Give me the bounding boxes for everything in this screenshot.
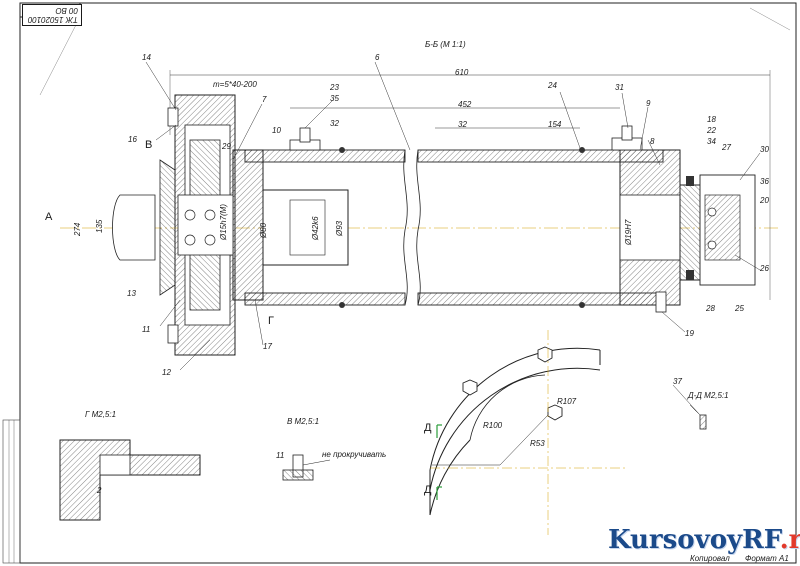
- section-view-arc: [429, 330, 625, 535]
- left-title-strip: [2, 419, 21, 564]
- callout-28: 28: [706, 304, 715, 313]
- dim-42k6: Ø42k6: [311, 216, 320, 240]
- detail-v-title: В М2,5:1: [287, 417, 320, 426]
- detail-d-view: [689, 404, 707, 430]
- section-marker-d-bottom: Д: [424, 484, 432, 496]
- dim-r53: R53: [530, 439, 545, 448]
- callout-22: 22: [707, 126, 716, 135]
- view-a-label: А: [45, 211, 53, 223]
- detail-v-note: не прокручивать: [322, 450, 387, 459]
- dim-overall-length: 610: [455, 68, 469, 77]
- top-bolt-left: [289, 127, 321, 151]
- callout-31: 31: [615, 83, 624, 92]
- callout-23: 23: [330, 83, 339, 92]
- detail-g-title: Г М2,5:1: [85, 410, 117, 419]
- dim-bearing-left: Ø15h7(M): [219, 203, 228, 240]
- callout-9: 9: [646, 99, 651, 108]
- callout-10: 10: [272, 126, 281, 135]
- callout-11: 11: [142, 325, 151, 334]
- dim-93: Ø93: [335, 220, 344, 236]
- watermark-logo: KursovoyRF.ru: [608, 525, 800, 555]
- detail-v-view: [282, 454, 331, 481]
- dim-gap-2: 2: [97, 486, 102, 495]
- drum-tube: [244, 147, 664, 308]
- callout-16: 16: [128, 135, 137, 144]
- drawing-code: ТЖ 15020100 00 ВО: [22, 4, 82, 26]
- top-bolt-right: [611, 125, 643, 151]
- callout-17: 17: [263, 342, 272, 351]
- callout-14: 14: [142, 53, 151, 62]
- section-marker-d-top: Д: [424, 422, 432, 434]
- view-b-label: В: [145, 139, 153, 151]
- callout-25: 25: [735, 304, 744, 313]
- callout-6: 6: [375, 53, 380, 62]
- view-g-label: Г: [268, 315, 274, 327]
- callout-12: 12: [162, 368, 171, 377]
- callout-8: 8: [650, 137, 655, 146]
- callout-35: 35: [330, 94, 339, 103]
- dim-154: 154: [548, 120, 562, 129]
- callout-18: 18: [707, 115, 716, 124]
- dim-80: Ø80: [259, 222, 268, 238]
- callout-32: 32: [330, 119, 339, 128]
- dim-r100: R100: [483, 421, 503, 430]
- dim-r107: R107: [557, 397, 577, 406]
- callout-13: 13: [127, 289, 136, 298]
- corner-diagonal: [39, 16, 81, 96]
- dim-11: 11: [276, 451, 285, 460]
- callout-24: 24: [548, 81, 557, 90]
- copied-label: Копировал: [690, 554, 730, 563]
- dim-452: 452: [458, 100, 472, 109]
- left-bearing: [177, 194, 234, 256]
- callout-27: 27: [722, 143, 731, 152]
- callout-30: 30: [760, 145, 769, 154]
- callout-36: 36: [760, 177, 769, 186]
- detail-g-view: [59, 439, 201, 521]
- callout-7: 7: [262, 95, 267, 104]
- callout-29: 29: [222, 142, 231, 151]
- dim-274: 274: [73, 222, 82, 236]
- callout-26: 26: [760, 264, 769, 273]
- sheet-frame: [19, 2, 797, 564]
- dim-135: 135: [95, 219, 104, 233]
- dim-32: 32: [458, 120, 467, 129]
- callout-20: 20: [760, 196, 769, 205]
- right-flange: [619, 149, 756, 306]
- dim-module: m=5*40-200: [213, 80, 257, 89]
- dim-bearing-right: Ø19H7: [624, 219, 633, 245]
- format-label: Формат А1: [745, 554, 789, 563]
- drain-plug: [655, 291, 667, 313]
- callout-34: 34: [707, 137, 716, 146]
- detail-d-title: Д-Д М2,5:1: [688, 391, 729, 400]
- callout-37: 37: [673, 377, 682, 386]
- leader-lines: [145, 61, 761, 416]
- callout-19: 19: [685, 329, 694, 338]
- section-title: Б-Б (М 1:1): [425, 40, 466, 49]
